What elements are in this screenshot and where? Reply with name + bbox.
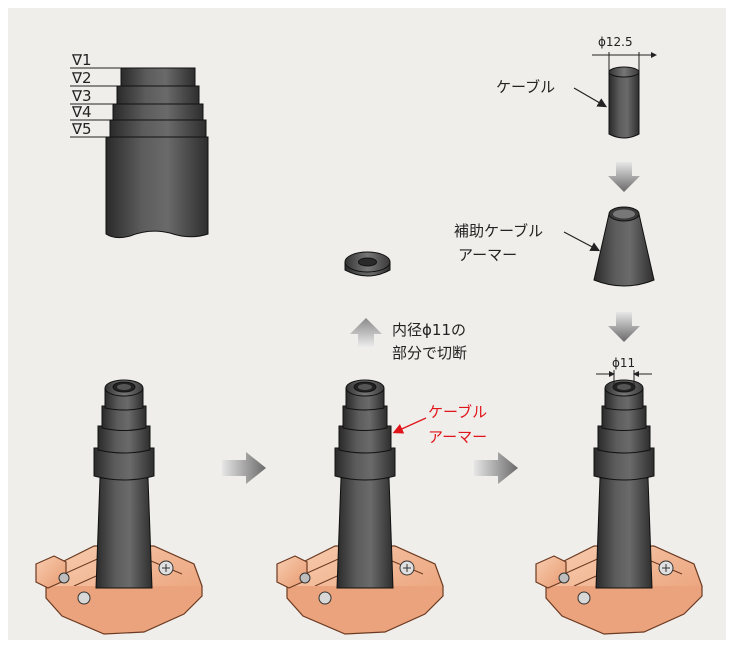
up-arrow-icon — [350, 318, 382, 348]
aux-cable-armor: 補助ケーブル アーマー — [454, 206, 655, 287]
down-arrow-icon — [608, 162, 640, 192]
inner-diameter-dimension: ϕ11 — [596, 356, 652, 390]
step-mark-1: ∇1 — [71, 51, 92, 69]
label-aux-armor-2: アーマー — [458, 246, 517, 264]
label-cable: ケーブル — [496, 78, 555, 96]
inner-diameter-dim: ϕ11 — [612, 356, 635, 370]
label-cut-1: 内径ϕ11の — [392, 321, 466, 339]
step-mark-4: ∇4 — [71, 103, 92, 121]
label-aux-armor-1: 補助ケーブル — [454, 222, 543, 240]
step-mark-3: ∇3 — [71, 87, 92, 105]
assembly-right — [535, 379, 703, 635]
step-mark-2: ∇2 — [71, 69, 92, 87]
step-mark-5: ∇5 — [71, 120, 92, 138]
assembly-middle — [276, 379, 444, 635]
label-cut-2: 部分で切断 — [392, 344, 467, 362]
cable-diameter-dim: ϕ12.5 — [598, 35, 633, 49]
right-arrow-icon — [474, 452, 518, 484]
label-armor-2: アーマー — [428, 428, 487, 446]
right-arrow-icon — [222, 452, 266, 484]
label-armor-1: ケーブル — [428, 403, 487, 421]
stepped-profile: ∇1 ∇2 ∇3 ∇4 ∇5 — [70, 51, 209, 239]
cable: ϕ12.5 ケーブル — [496, 35, 657, 139]
down-arrow-icon — [608, 312, 640, 342]
cut-ring — [344, 251, 391, 277]
assembly-left — [35, 379, 203, 635]
